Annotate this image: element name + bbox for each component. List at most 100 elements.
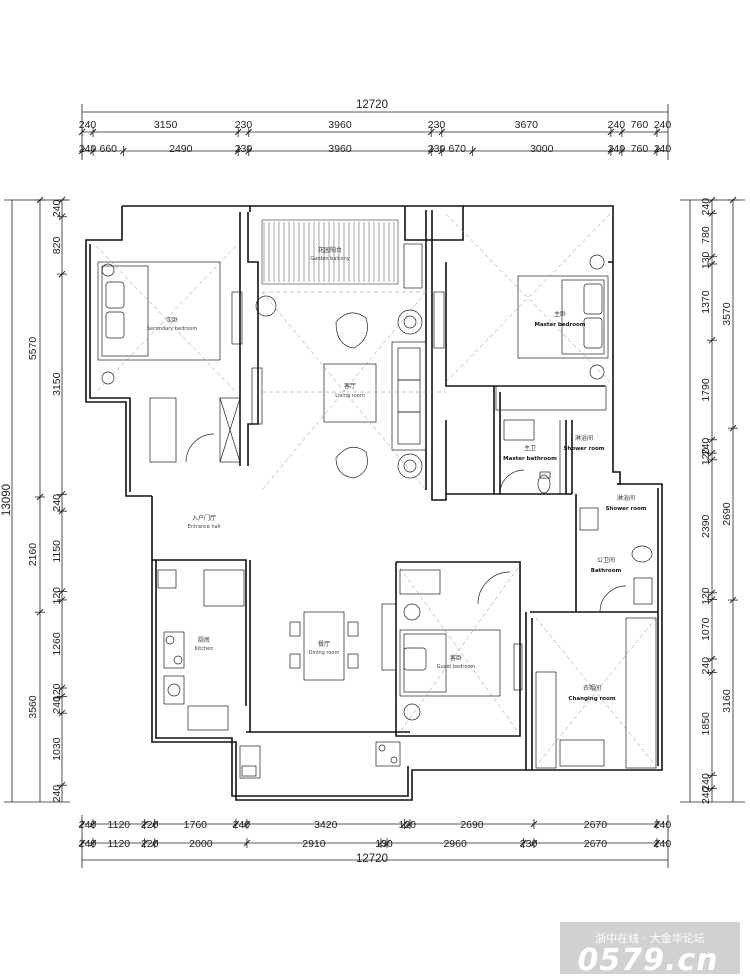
dim-tick-slash [708, 589, 716, 597]
ceiling-diagonals [95, 213, 657, 767]
svg-text:客厅: 客厅 [344, 382, 356, 390]
svg-text:主卧: 主卧 [554, 310, 566, 318]
dim-tick-slash [58, 709, 66, 717]
dim-tick-slash [729, 596, 737, 604]
dim-tick-slash [383, 839, 391, 847]
dim-value: 240 [608, 119, 626, 131]
dim-tick-slash [406, 820, 414, 828]
dining-set [289, 611, 359, 681]
dim-value: 120 [51, 587, 63, 605]
dim-tick-slash [58, 781, 66, 789]
dim-value: 1150 [51, 540, 63, 563]
svg-text:Bathroom: Bathroom [591, 568, 622, 574]
master-bathroom-fixtures [499, 419, 561, 495]
dim-tick-slash [427, 128, 435, 136]
label-garden-balcony: 花园阳台 Garden balcony [310, 246, 350, 262]
dim-tick-slash [708, 253, 716, 261]
dim-value: 1030 [51, 737, 63, 761]
dim-value: 240 [700, 198, 712, 216]
dim-value: 1260 [51, 632, 63, 656]
watermark-line2: 0579.cn [577, 943, 718, 978]
dim-value: 820 [51, 237, 63, 255]
svg-text:衣帽间: 衣帽间 [583, 684, 601, 692]
garden-balcony-grille [261, 219, 399, 285]
dim-value: 3000 [530, 143, 554, 155]
kitchen-balcony [239, 741, 401, 779]
dim-value: 3560 [27, 695, 39, 719]
dim-value: 240 [654, 819, 672, 831]
dim-tick-slash [427, 147, 435, 155]
dim-tick-slash [618, 147, 626, 155]
dim-value: 120 [700, 587, 712, 605]
svg-text:次卧: 次卧 [166, 316, 178, 324]
dim-tick-slash [708, 655, 716, 663]
bottom-dimensions [81, 815, 669, 868]
dim-tick-slash [708, 336, 716, 344]
watermark-line1: 浙中在线 · 大金华论坛 [595, 931, 705, 945]
dim-value: 240 [700, 438, 712, 456]
dim-value: 120 [398, 819, 416, 831]
dim-value: 240 [79, 819, 97, 831]
svg-text:客卧: 客卧 [450, 654, 462, 662]
dim-tick-slash [36, 608, 44, 616]
label-shower-room-2: 淋浴间 Shower room [605, 494, 646, 512]
svg-text:Changing room: Changing room [568, 696, 615, 702]
dim-value: 220 [141, 819, 159, 831]
dim-value: 240 [51, 199, 63, 217]
dim-tick-slash [438, 147, 446, 155]
dim-value: 3960 [328, 119, 352, 131]
dim-tick-slash [438, 128, 446, 136]
svg-text:Guest bedroom: Guest bedroom [437, 664, 476, 670]
dim-tick-slash [78, 147, 86, 155]
dim-tick-slash [58, 196, 66, 204]
svg-text:入户门厅: 入户门厅 [192, 514, 216, 522]
dim-value: 3150 [154, 119, 178, 131]
left-dimensions [4, 199, 70, 803]
dim-tick-slash [653, 820, 661, 828]
dim-value: 120 [700, 448, 712, 466]
svg-text:Entrance hall: Entrance hall [187, 524, 220, 530]
dim-value: 760 [631, 119, 649, 131]
dim-tick-slash [234, 147, 242, 155]
dim-tick-slash [232, 820, 240, 828]
dim-tick-slash [78, 839, 86, 847]
dim-tick-slash [653, 147, 661, 155]
svg-text:Secondary bedroom: Secondary bedroom [147, 326, 198, 332]
svg-text:Dining room: Dining room [309, 650, 340, 656]
dim-value: 2690 [460, 819, 484, 831]
dim-tick-slash [58, 507, 66, 515]
dim-value: 2160 [27, 543, 39, 567]
changing-room-fixtures [535, 617, 657, 769]
dim-tick-slash [708, 456, 716, 464]
svg-text:Master bedroom: Master bedroom [534, 322, 585, 328]
dim-tick-slash [708, 771, 716, 779]
dim-value: 760 [631, 143, 649, 155]
dim-tick-slash [729, 196, 737, 204]
dim-value: 230 [428, 119, 446, 131]
dim-tick-slash [89, 820, 97, 828]
dim-tick-slash [708, 669, 716, 676]
dim-tick-slash [58, 684, 66, 692]
dim-tick-slash [58, 491, 66, 498]
dim-value: 1370 [700, 290, 712, 314]
dim-value: 2960 [443, 838, 467, 850]
svg-text:Kitchen: Kitchen [195, 646, 214, 652]
dim-value: 1790 [700, 378, 712, 402]
dim-value: 3150 [51, 372, 63, 396]
dim-tick-slash [89, 147, 97, 155]
guest-bed [381, 569, 523, 721]
dim-value: 5570 [27, 337, 39, 361]
dim-tick-slash [58, 588, 66, 595]
dim-tick-slash [607, 128, 615, 136]
dim-value: 240 [654, 838, 672, 850]
svg-text:淋浴间: 淋浴间 [575, 434, 593, 442]
svg-text:淋浴间: 淋浴间 [617, 494, 635, 502]
dim-tick-slash [469, 147, 477, 155]
dim-value: 2910 [302, 838, 326, 850]
dim-value: 240 [700, 786, 712, 804]
dim-value: 2490 [169, 143, 193, 155]
dim-tick-slash [377, 839, 385, 847]
dim-tick-slash [607, 147, 615, 155]
dim-value: 3570 [721, 302, 733, 326]
dim-tick-slash [653, 839, 661, 847]
